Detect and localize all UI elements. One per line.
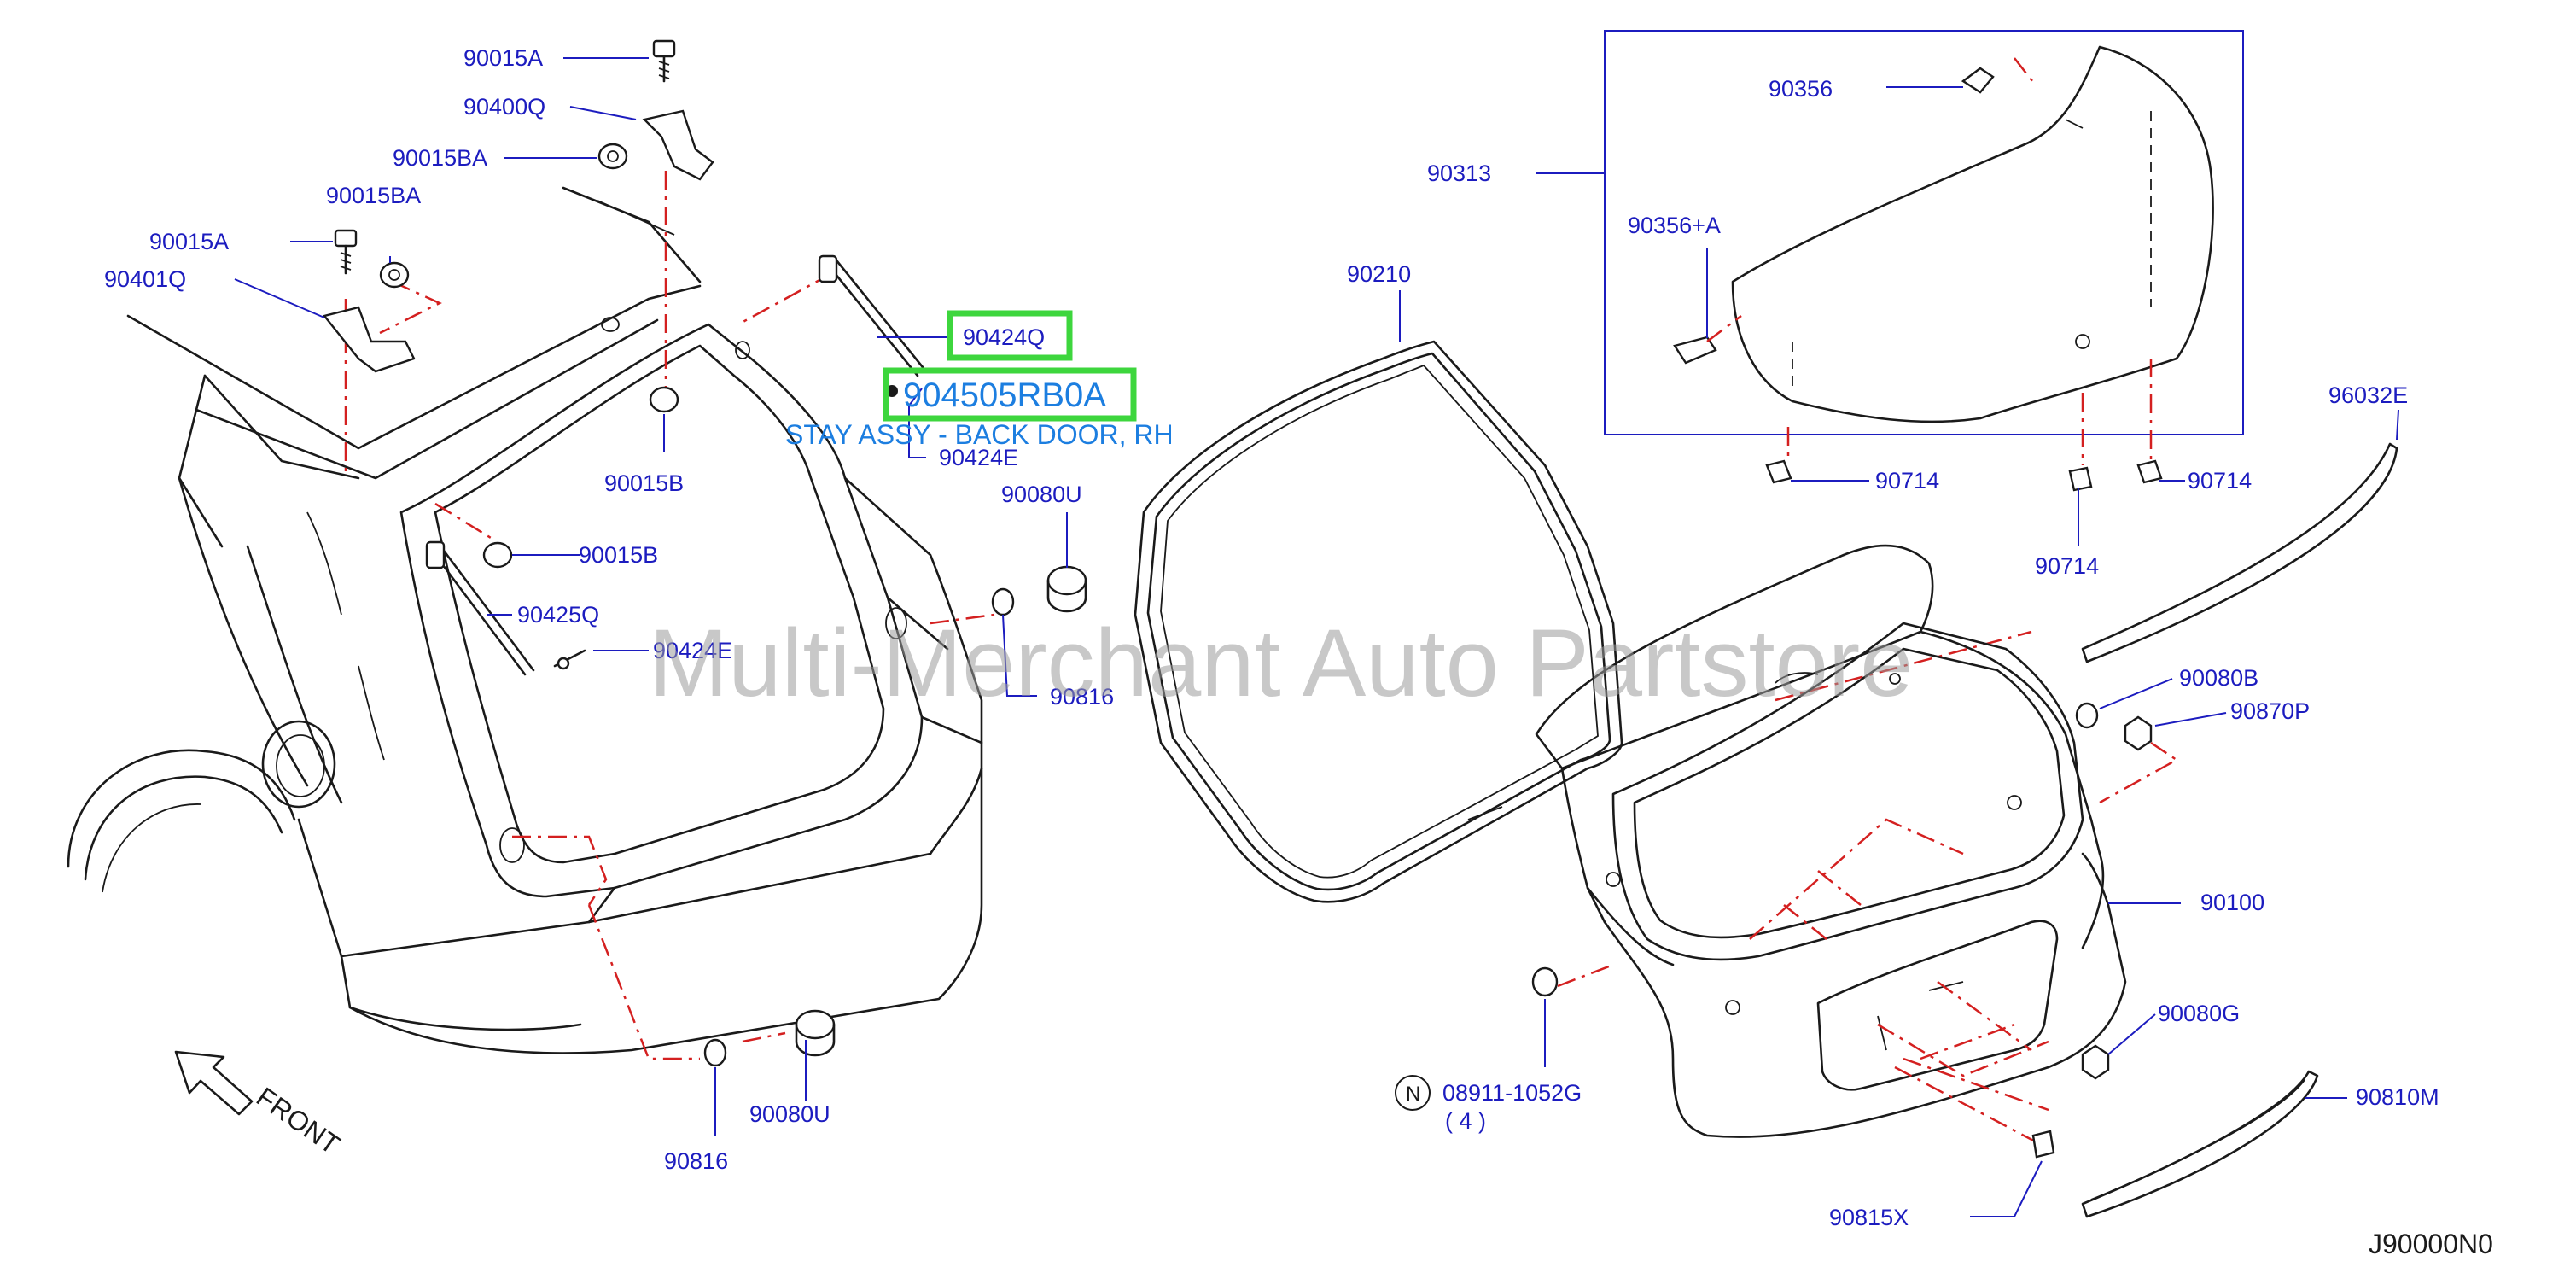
label-90714-left[interactable]: 90714 — [1875, 468, 1939, 493]
weatherstrip-90210 — [1134, 340, 1623, 903]
label-90015B-low[interactable]: 90015B — [579, 542, 658, 568]
label-90015BA-top[interactable]: 90015BA — [393, 145, 487, 171]
highlight-part-description: STAY ASSY - BACK DOOR, RH — [785, 419, 1174, 450]
label-90714-right[interactable]: 90714 — [2188, 468, 2252, 493]
back-door-glass-box — [1604, 30, 2244, 435]
highlight-box-904505RB0A — [883, 367, 1137, 422]
leader-lines-red-left — [344, 171, 995, 1060]
highlighted-part: 90424Q 904505RB0A STAY ASSY - BACK DOOR,… — [785, 310, 1174, 450]
label-90816-upper[interactable]: 90816 — [1050, 684, 1114, 709]
label-90210[interactable]: 90210 — [1347, 261, 1411, 287]
label-90356A[interactable]: 90356+A — [1628, 213, 1721, 238]
n-mark-circle — [1395, 1075, 1431, 1111]
leader-lines — [234, 57, 2399, 1217]
label-96032E[interactable]: 96032E — [2328, 382, 2408, 408]
front-label: FRONT — [251, 1081, 346, 1160]
label-90714-mid[interactable]: 90714 — [2035, 553, 2099, 579]
label-90080B[interactable]: 90080B — [2179, 665, 2258, 691]
highlight-part-number[interactable]: 904505RB0A — [903, 377, 1106, 414]
label-90425Q[interactable]: 90425Q — [517, 602, 599, 628]
label-90080U-upper[interactable]: 90080U — [1001, 482, 1082, 507]
label-90815X[interactable]: 90815X — [1829, 1205, 1909, 1230]
label-90424Q[interactable]: 90424Q — [963, 324, 1045, 350]
back-door-panel-90100 — [1535, 544, 2127, 1146]
label-90313[interactable]: 90313 — [1427, 161, 1491, 186]
label-90424E-upper[interactable]: 90424E — [939, 445, 1018, 470]
label-90015B-mid[interactable]: 90015B — [604, 470, 684, 496]
right-small-parts — [1531, 702, 2319, 1218]
clips-90714 — [1765, 359, 2163, 492]
label-90400Q[interactable]: 90400Q — [463, 94, 545, 120]
spoiler-strip-96032E — [1775, 442, 2398, 702]
diagram-code: J90000N0 — [2369, 1229, 2493, 1259]
label-90810M[interactable]: 90810M — [2356, 1084, 2439, 1110]
label-08911-qty: ( 4 ) — [1445, 1108, 1486, 1134]
label-90080U-lower[interactable]: 90080U — [749, 1101, 830, 1127]
watermark: Multi-Merchant Auto Partstore — [649, 610, 1913, 716]
label-08911[interactable]: 08911-1052G — [1442, 1080, 1582, 1106]
label-90015BA-mid[interactable]: 90015BA — [326, 183, 421, 208]
left-small-parts — [322, 39, 1087, 1067]
part-labels: 90015A 90400Q 90015BA 90015BA 90015A 904… — [104, 45, 2439, 1230]
label-90401Q[interactable]: 90401Q — [104, 266, 186, 292]
label-90816-lower[interactable]: 90816 — [664, 1148, 728, 1174]
label-90356[interactable]: 90356 — [1769, 76, 1833, 102]
front-direction-arrow: FRONT — [174, 1050, 346, 1160]
label-90870P[interactable]: 90870P — [2230, 698, 2310, 724]
label-90015A-mid[interactable]: 90015A — [149, 229, 229, 254]
label-90424E-lower[interactable]: 90424E — [653, 638, 732, 663]
highlight-box-90424Q — [947, 310, 1073, 361]
label-90100[interactable]: 90100 — [2200, 890, 2264, 915]
label-90015A-top[interactable]: 90015A — [463, 45, 543, 71]
vehicle-body-rear — [67, 186, 983, 1054]
n-mark: N — [1406, 1083, 1420, 1106]
label-90080G[interactable]: 90080G — [2158, 1001, 2240, 1026]
